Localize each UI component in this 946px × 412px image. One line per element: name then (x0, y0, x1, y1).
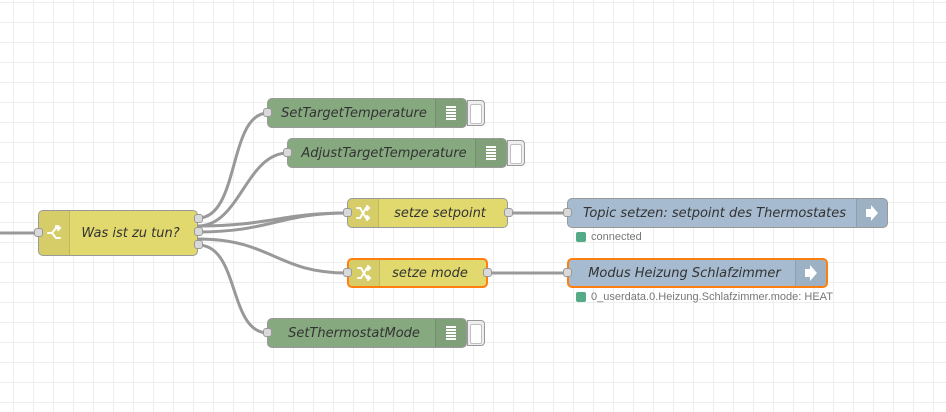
shuffle-icon (349, 260, 380, 286)
wire-switch-set-mode (197, 243, 269, 335)
debug-toggle-button[interactable] (467, 100, 485, 126)
switch-output-port-1[interactable] (194, 214, 203, 223)
debug-input-port[interactable] (263, 328, 272, 337)
status-dot-icon (576, 292, 586, 302)
switch-icon (39, 211, 70, 255)
debug-toggle-button[interactable] (467, 320, 485, 346)
debug-input-port[interactable] (283, 148, 292, 157)
change-node-mode[interactable]: setze mode (347, 258, 488, 288)
mqtt-input-port[interactable] (563, 268, 572, 277)
switch-output-port-2[interactable] (194, 227, 203, 236)
switch-input-port[interactable] (34, 228, 43, 237)
debug-node-adjust-target-temperature[interactable]: AdjustTargetTemperature (287, 138, 507, 168)
mqtt-node-label: Topic setzen: setpoint des Thermostates (582, 205, 847, 221)
mqtt-out-node-setpoint[interactable]: Topic setzen: setpoint des Thermostates (567, 198, 888, 228)
switch-output-port-3[interactable] (194, 240, 203, 249)
debug-node-set-thermostat-mode[interactable]: SetThermostatMode (267, 318, 467, 348)
change-node-label: setze setpoint (394, 205, 486, 221)
change-input-port[interactable] (343, 268, 352, 277)
mqtt-node-label: Modus Heizung Schlafzimmer (588, 265, 781, 281)
arrow-right-icon (795, 260, 826, 286)
debug-node-set-target-temperature[interactable]: SetTargetTemperature (267, 98, 467, 128)
arrow-right-icon (856, 199, 887, 227)
mqtt-status-mode: 0_userdata.0.Heizung.Schlafzimmer.mode: … (576, 291, 833, 303)
debug-input-port[interactable] (263, 108, 272, 117)
change-input-port[interactable] (343, 208, 352, 217)
change-node-setpoint[interactable]: setze setpoint (347, 198, 508, 228)
switch-node-label: Was ist zu tun? (81, 225, 180, 241)
switch-node[interactable]: Was ist zu tun? (38, 210, 198, 256)
wire-switch-mode (197, 237, 348, 275)
debug-list-icon (435, 319, 466, 347)
mqtt-status-connected: connected (576, 231, 642, 243)
debug-node-label: SetThermostatMode (288, 325, 420, 341)
debug-list-icon (435, 99, 466, 127)
wire-switch-setpoint-2 (197, 211, 348, 228)
debug-toggle-button[interactable] (507, 140, 525, 166)
status-dot-icon (576, 232, 586, 242)
change-node-label: setze mode (392, 265, 468, 281)
status-text: 0_userdata.0.Heizung.Schlafzimmer.mode: … (591, 291, 833, 303)
wire-switch-set-target (197, 111, 269, 220)
debug-node-label: AdjustTargetTemperature (301, 145, 467, 161)
mqtt-out-node-mode[interactable]: Modus Heizung Schlafzimmer (567, 258, 828, 288)
status-text: connected (591, 231, 642, 243)
shuffle-icon (348, 199, 379, 227)
debug-list-icon (475, 139, 506, 167)
debug-node-label: SetTargetTemperature (281, 105, 427, 121)
mqtt-input-port[interactable] (563, 208, 572, 217)
change-output-port[interactable] (483, 268, 492, 277)
change-output-port[interactable] (504, 208, 513, 217)
wire-switch-adjust-target (197, 151, 289, 228)
